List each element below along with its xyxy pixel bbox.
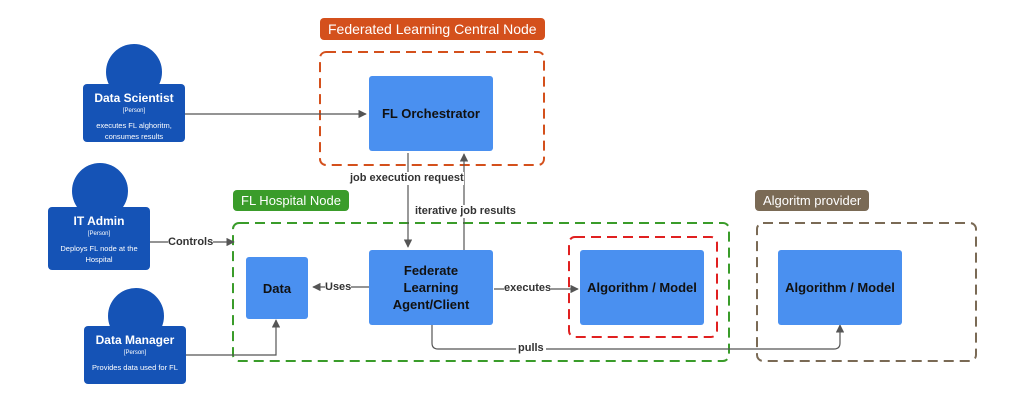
provider-boundary <box>756 222 977 362</box>
it-admin-desc: Deploys FL node at the Hospital <box>60 244 138 264</box>
edge-pulls <box>431 324 845 350</box>
data-scientist-name: Data Scientist <box>94 91 174 105</box>
it-admin-name: IT Admin <box>73 214 125 228</box>
controls-label: Controls <box>168 236 214 249</box>
hospital-node-tag: FL Hospital Node <box>233 190 349 211</box>
central-node-boundary <box>319 51 545 166</box>
data-manager-person[interactable]: Data Manager [Person] Provides data used… <box>84 326 186 384</box>
algo-highlight-boundary <box>568 236 718 338</box>
fl-orchestrator-box[interactable]: FL Orchestrator <box>369 76 493 151</box>
fl-agent-box[interactable]: Federate Learning Agent/Client <box>369 250 493 325</box>
central-node-tag: Federated Learning Central Node <box>320 18 545 40</box>
data-scientist-desc: executes FL alghoritm, consumes results <box>96 121 172 141</box>
data-manager-role: [Person] <box>123 350 147 356</box>
data-manager-desc: Provides data used for FL <box>92 363 178 372</box>
job-results-label: iterative job results <box>415 205 516 218</box>
provider-tag: Algoritm provider <box>755 190 870 211</box>
algorithm-model-provider-box[interactable]: Algorithm / Model <box>778 250 902 325</box>
data-box[interactable]: Data <box>246 257 308 319</box>
job-request-label: job execution request <box>350 172 464 185</box>
uses-label: Uses <box>325 281 352 294</box>
data-manager-name: Data Manager <box>95 333 175 347</box>
data-scientist-role: [Person] <box>122 108 146 114</box>
it-admin-person[interactable]: IT Admin [Person] Deploys FL node at the… <box>48 207 150 270</box>
data-scientist-person[interactable]: Data Scientist [Person] executes FL algh… <box>83 84 185 142</box>
it-admin-role: [Person] <box>87 231 111 237</box>
pulls-label: pulls <box>516 342 546 355</box>
edge-manager-to-data <box>186 319 281 356</box>
algorithm-model-local-box[interactable]: Algorithm / Model <box>580 250 704 325</box>
executes-label: executes <box>504 282 552 295</box>
hospital-node-boundary <box>232 222 730 362</box>
